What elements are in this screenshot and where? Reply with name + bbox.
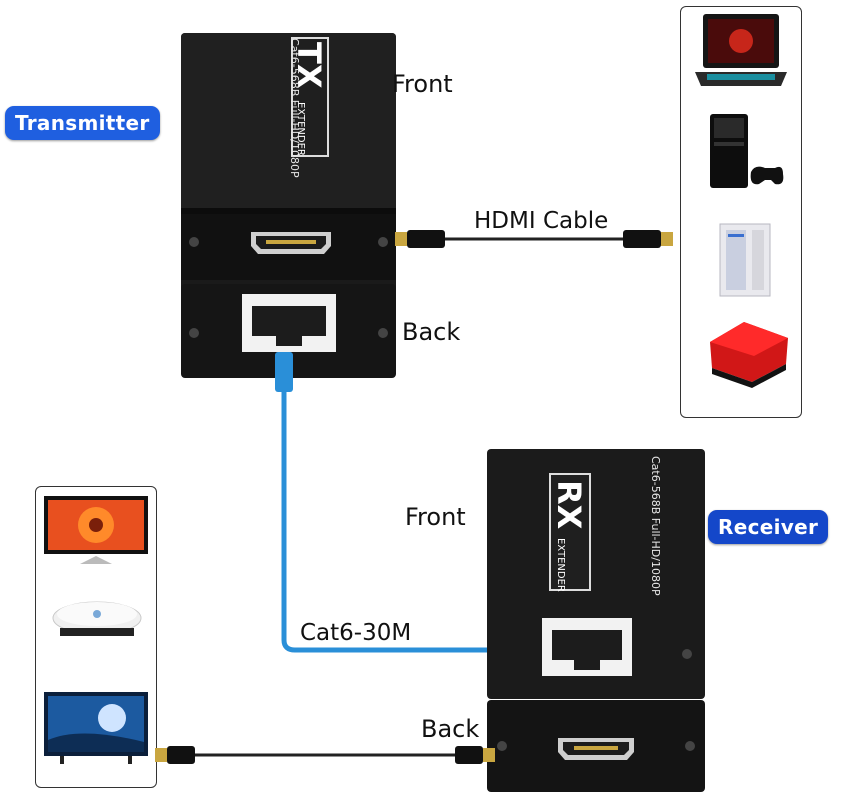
tv-icon (44, 692, 148, 764)
tx-back-label: Back (402, 318, 461, 346)
rx-back-label: Back (421, 715, 480, 743)
rx-big-label: RX (550, 480, 588, 530)
tx-side-label: Cat6-568B Full-HD/1080P (288, 38, 301, 178)
hdmi-cable-label: HDMI Cable (470, 208, 613, 234)
monitor-icon (44, 496, 148, 564)
hdmi-cable-bottom (155, 746, 495, 764)
tx-big-label: TX (290, 42, 328, 89)
rx-side-label: Cat6-568B Full-HD/1080P (649, 456, 662, 596)
rx-front-label: Front (405, 503, 466, 531)
hdmi-cable-top (395, 230, 673, 248)
desktop-pc-icon (719, 223, 771, 297)
rx-extender-unit: RX EXTENDER Cat6-568B Full-HD/1080P (487, 449, 705, 792)
rx-small-label: EXTENDER (555, 538, 566, 592)
tx-front-label: Front (392, 70, 453, 98)
laptop-icon (695, 14, 787, 86)
transmitter-badge: Transmitter (5, 106, 160, 140)
tx-extender-unit: TX EXTENDER Cat6-568B Full-HD/1080P (181, 33, 396, 378)
cat6-label: Cat6-30M (300, 620, 412, 646)
projector-icon (52, 601, 142, 636)
tx-small-label: EXTENDER (295, 102, 306, 156)
receiver-badge: Receiver (708, 510, 829, 544)
tv-box-icon (710, 322, 788, 388)
game-console-icon (710, 114, 784, 188)
